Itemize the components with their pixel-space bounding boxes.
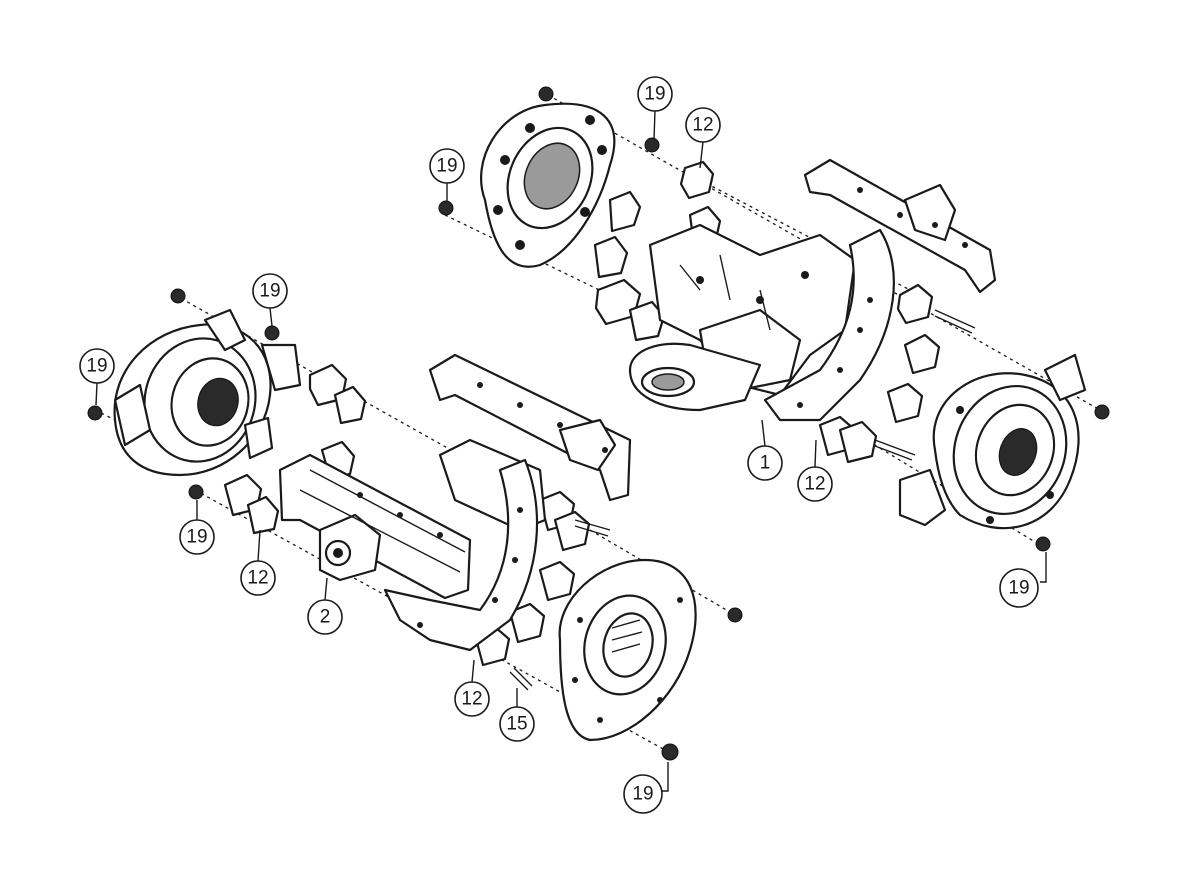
callout-label: 19: [632, 784, 653, 805]
nut-icon: [87, 405, 103, 421]
lower-nuts: [87, 288, 743, 761]
callout-label: 19: [1008, 578, 1029, 599]
lower-left-wheel-hub: [113, 308, 302, 477]
callout-1: 1: [747, 445, 783, 481]
bushing-set: [593, 160, 722, 342]
callout-15: 15: [499, 706, 535, 742]
callout-label: 15: [506, 714, 527, 735]
callout-label: 19: [86, 356, 107, 377]
nut-icon: [188, 484, 204, 500]
callout-19-top: 19: [637, 76, 673, 112]
callout-19-lower-left: 19: [179, 519, 215, 555]
callout-label: 2: [320, 607, 331, 628]
callout-label: 19: [436, 156, 457, 177]
callout-12-top: 12: [685, 107, 721, 143]
lower-axle-assembly: [87, 288, 743, 761]
nut-icon: [644, 137, 660, 153]
callout-19-upper-left: 19: [429, 148, 465, 184]
nut-icon: [1035, 536, 1051, 552]
nut-icon: [1094, 404, 1110, 420]
callout-19-upper-right: 19: [999, 568, 1039, 608]
lower-curved-arm: [383, 458, 539, 652]
nut-icon: [661, 743, 679, 761]
leader-lines: [95, 109, 1047, 792]
callout-label: 12: [461, 689, 482, 710]
upper-right-wheel-hub: [898, 353, 1087, 530]
callout-label: 12: [247, 568, 268, 589]
alignment-line: [444, 214, 621, 301]
lower-right-wheel-hub: [558, 558, 697, 742]
callout-label: 19: [259, 281, 280, 302]
upper-nuts: [438, 86, 1110, 552]
callout-label: 12: [804, 474, 825, 495]
left-flange-plate: [480, 102, 616, 268]
callout-2: 2: [307, 599, 343, 635]
callout-label: 19: [186, 527, 207, 548]
callout-12-lower-left: 12: [240, 560, 276, 596]
lower-central-beam: [278, 453, 472, 600]
callout-label: 12: [692, 115, 713, 136]
upper-axle-assembly: [438, 86, 1110, 552]
upper-cross-bracket: [803, 158, 997, 294]
callout-12-upper-right: 12: [797, 466, 833, 502]
callout-label: 1: [760, 453, 771, 474]
nut-icon: [170, 288, 186, 304]
upper-main-bracket: [628, 223, 857, 412]
callout-19-lower-far-left: 19: [79, 348, 115, 384]
callout-19-lower-right: 19: [623, 774, 663, 814]
upper-curved-arm: [763, 228, 895, 422]
nut-icon: [264, 325, 280, 341]
callout-12-lower-center: 12: [454, 681, 490, 717]
callout-label: 19: [644, 84, 665, 105]
nut-icon: [438, 200, 454, 216]
nut-icon: [727, 607, 743, 623]
right-bushing-set: [818, 283, 976, 464]
callout-19-lower-top: 19: [252, 273, 288, 309]
nut-icon: [538, 86, 554, 102]
